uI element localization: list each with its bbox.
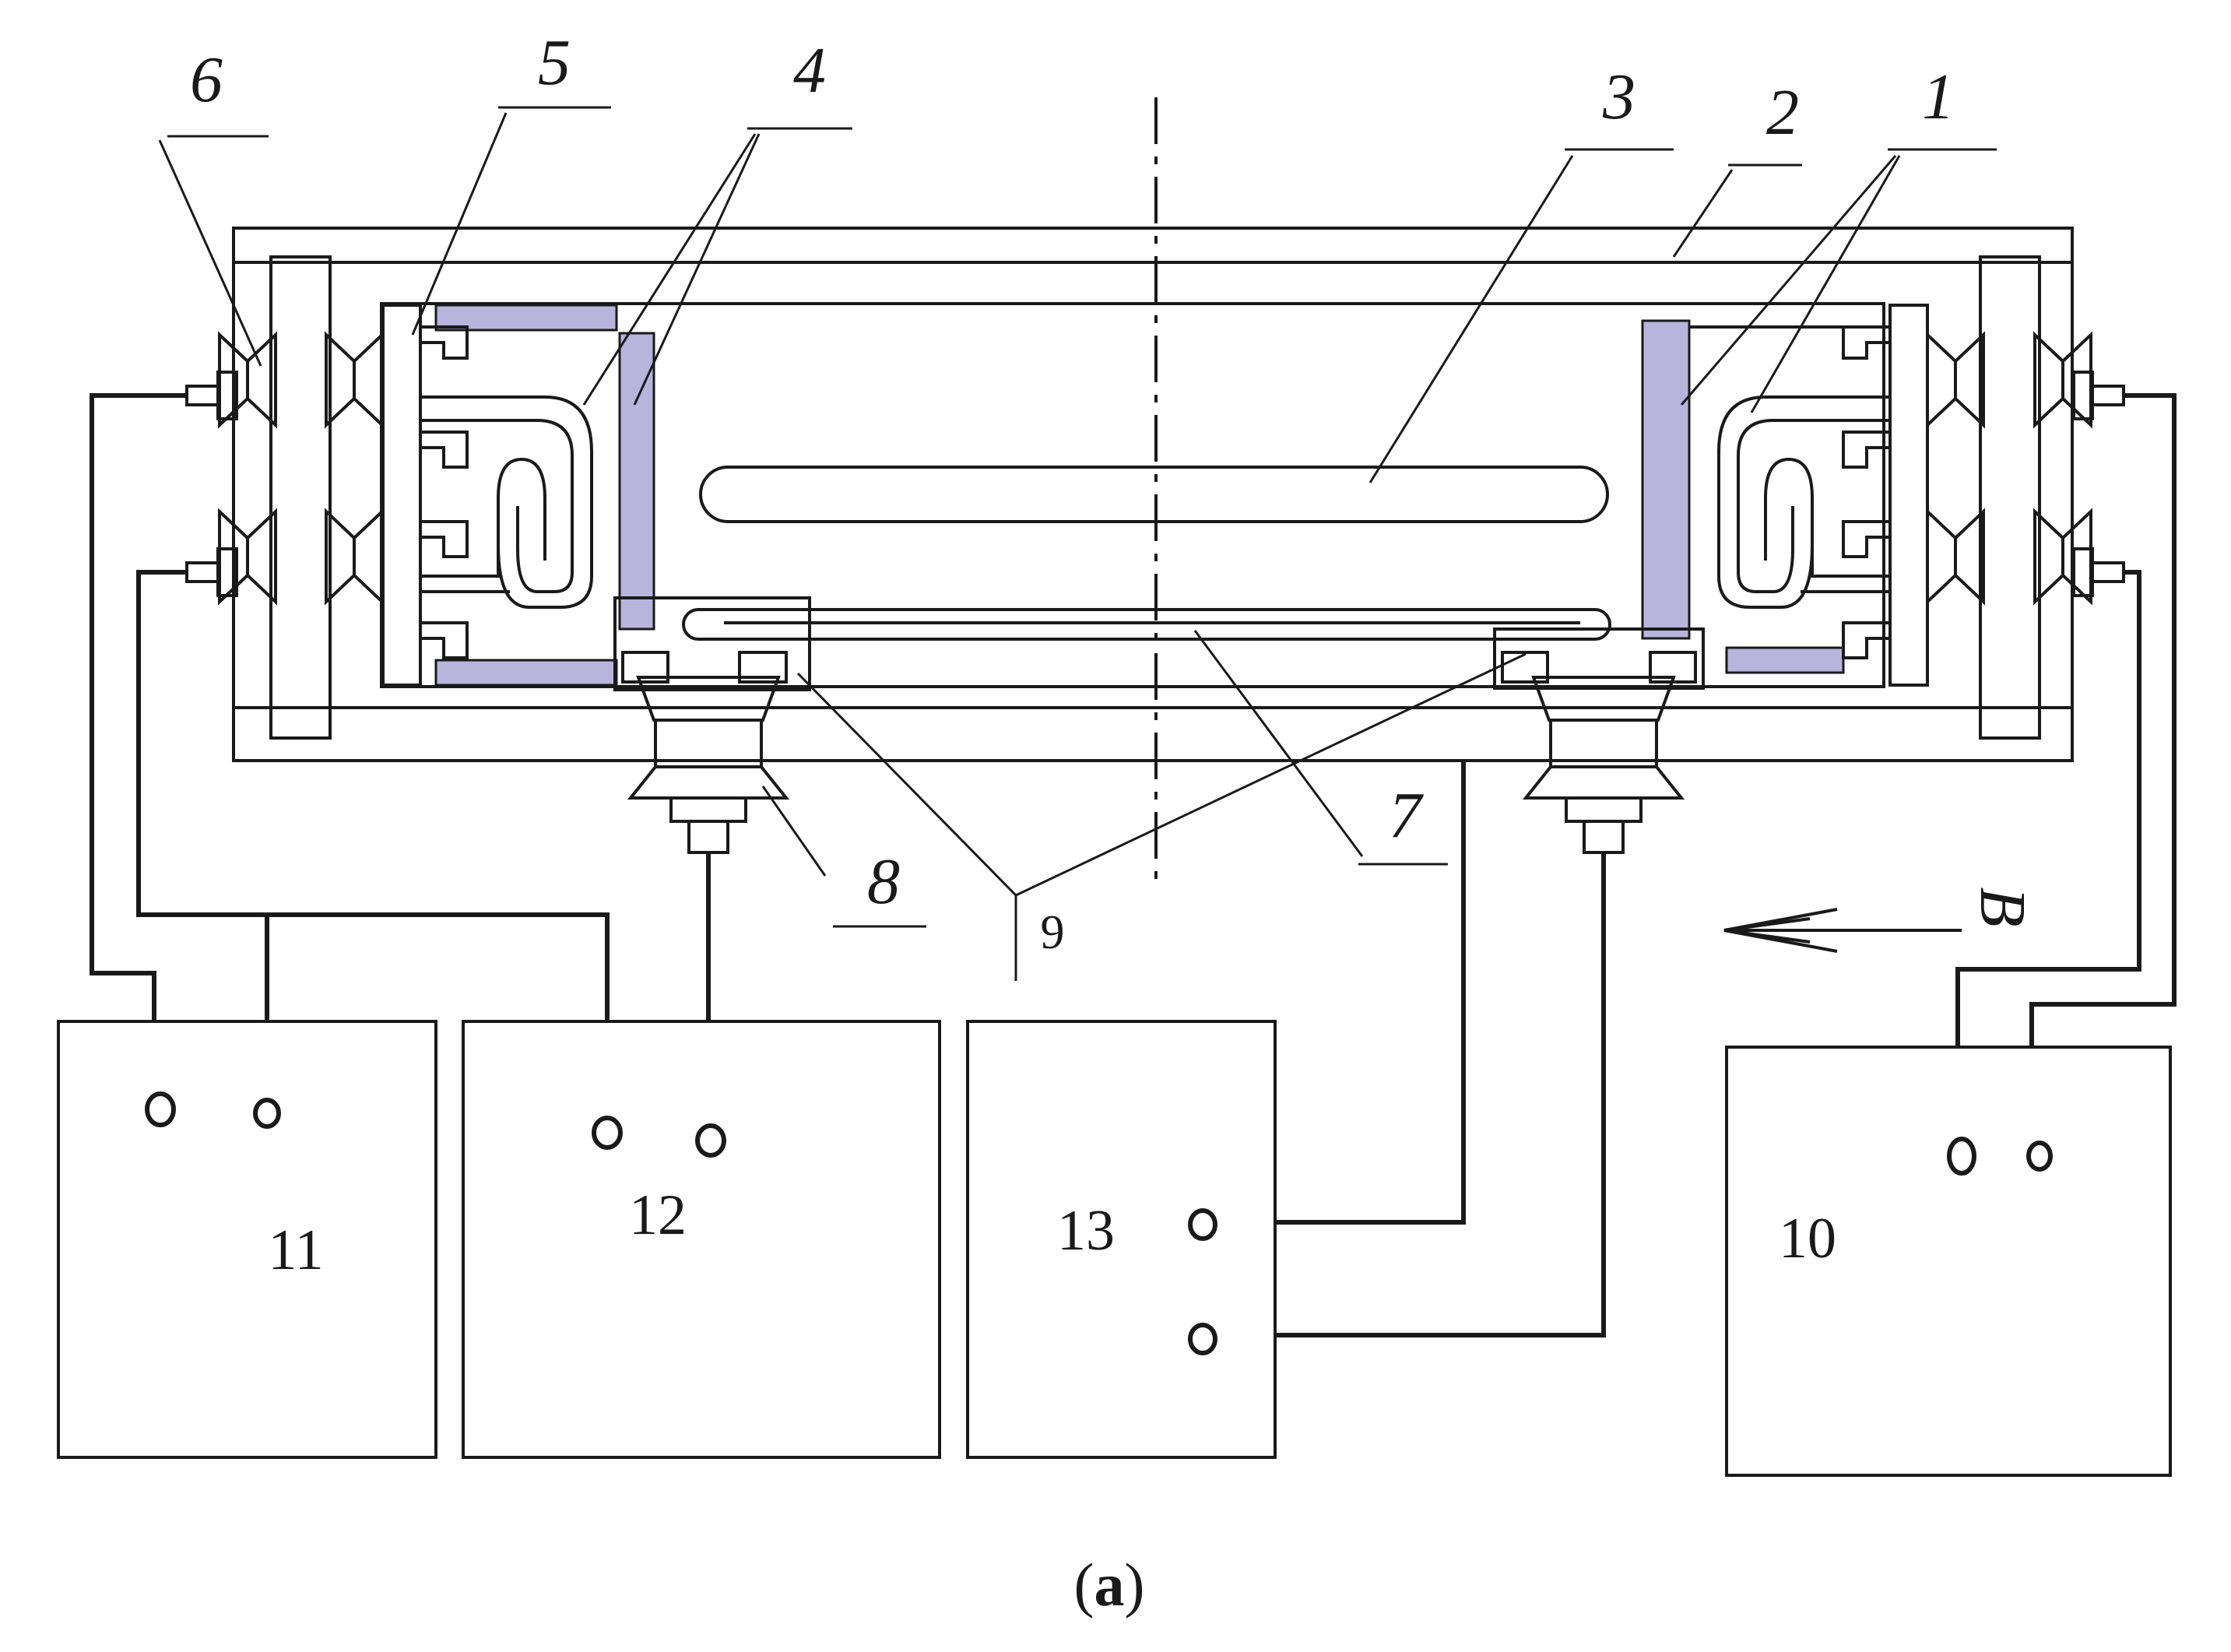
instrument-boxes bbox=[57, 1020, 2172, 1477]
caption-letter: a bbox=[1094, 1551, 1125, 1619]
coating-bottom-right bbox=[1725, 646, 1845, 674]
terminal-10b[interactable] bbox=[2026, 1141, 2053, 1172]
box-10-label: 10 bbox=[1779, 1207, 1836, 1271]
coating-left-vertical bbox=[618, 332, 655, 631]
box-10 bbox=[1725, 1046, 2172, 1477]
terminal-11b[interactable] bbox=[253, 1098, 281, 1129]
terminal-13a[interactable] bbox=[1188, 1208, 1217, 1241]
terminal-12a[interactable] bbox=[592, 1116, 623, 1150]
right-clamp bbox=[1493, 627, 1705, 690]
vessel-body bbox=[232, 97, 2074, 888]
left-flange bbox=[185, 255, 593, 740]
figure-caption: (a) bbox=[1074, 1551, 1145, 1619]
arrow-label-b: B bbox=[1966, 887, 2039, 926]
label-8: 8 bbox=[867, 845, 900, 918]
conductor-tube bbox=[682, 608, 1611, 641]
label-7: 7 bbox=[1389, 779, 1424, 852]
box-11-label: 11 bbox=[268, 1218, 323, 1282]
electrode-rod bbox=[699, 466, 1609, 523]
leader-lines bbox=[158, 106, 1997, 981]
housing-bottom-plate bbox=[232, 706, 2074, 762]
label-1: 1 bbox=[1922, 61, 1955, 133]
coating-right-vertical bbox=[1641, 319, 1691, 640]
box-11 bbox=[57, 1020, 437, 1459]
direction-arrow bbox=[1723, 908, 1962, 953]
coating-layers bbox=[434, 304, 1845, 687]
left-flange-plate bbox=[269, 255, 332, 740]
box-13-label: 13 bbox=[1057, 1199, 1115, 1263]
box-13 bbox=[966, 1020, 1277, 1459]
right-flange bbox=[1689, 255, 2125, 740]
terminal-12b[interactable] bbox=[695, 1123, 726, 1158]
right-flange-plate bbox=[1979, 255, 2041, 740]
label-4: 4 bbox=[793, 34, 826, 107]
label-6: 6 bbox=[190, 44, 223, 116]
terminal-11a[interactable] bbox=[145, 1091, 176, 1127]
label-3: 3 bbox=[1602, 61, 1635, 133]
terminal-10a[interactable] bbox=[1947, 1137, 1976, 1176]
terminals bbox=[145, 1091, 2053, 1355]
part-labels: 6 5 4 3 2 1 7 8 9 bbox=[190, 26, 1955, 959]
coating-bottom-left bbox=[434, 659, 618, 687]
label-5: 5 bbox=[538, 26, 571, 99]
label-9: 9 bbox=[1041, 906, 1065, 959]
bottom-bushings bbox=[613, 596, 1705, 854]
box-12 bbox=[462, 1020, 941, 1459]
terminal-13b[interactable] bbox=[1188, 1323, 1217, 1355]
box-12-label: 12 bbox=[629, 1183, 687, 1247]
left-clamp bbox=[613, 596, 811, 691]
wiring bbox=[90, 393, 2177, 1337]
box-labels: 11 12 13 10 bbox=[268, 1183, 1836, 1282]
label-2: 2 bbox=[1766, 76, 1799, 149]
housing-top-plate bbox=[232, 227, 2074, 264]
